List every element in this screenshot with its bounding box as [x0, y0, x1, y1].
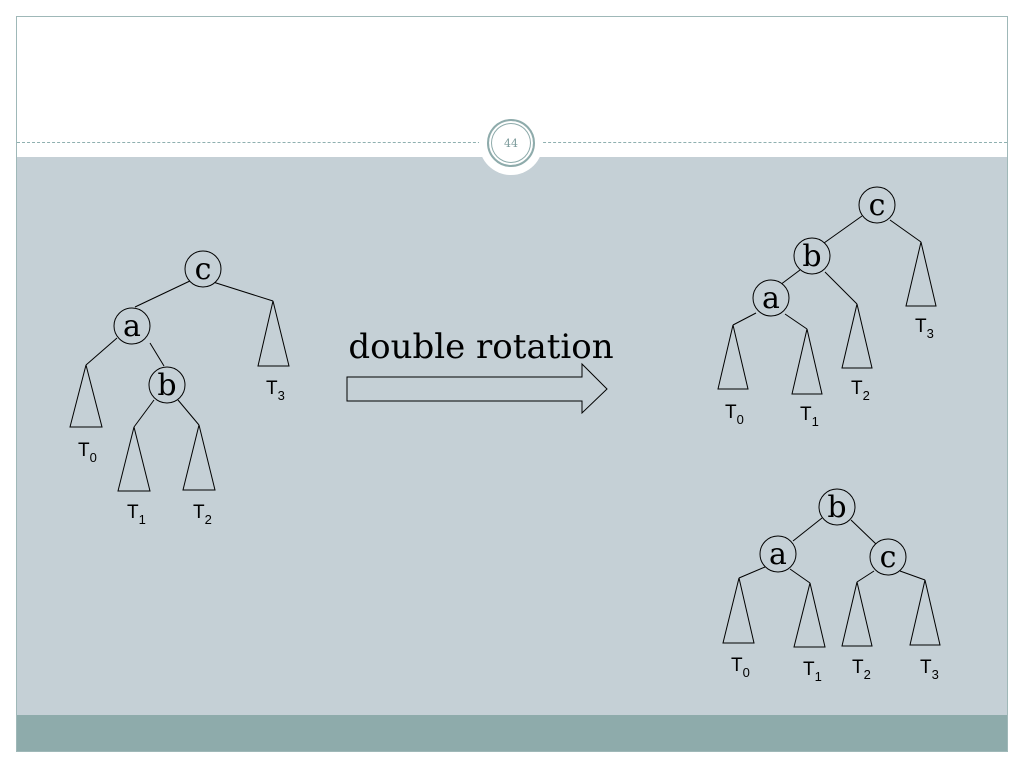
subtree-label-t3: T3: [915, 316, 934, 341]
node-label-b: b: [157, 368, 176, 403]
subtree-triangle-t3: [905, 241, 937, 307]
right-top-tree: [717, 186, 937, 395]
subtree-label-t0: T0: [78, 440, 97, 465]
subtree-triangle-t3: [257, 300, 290, 367]
subtree-triangle-t2: [841, 303, 873, 369]
edge-c-t2: [856, 570, 875, 583]
edge-c-a: [134, 279, 193, 308]
subtree-label-t1: T1: [800, 404, 819, 429]
page-number: 44: [487, 119, 535, 167]
subtree-label-t3: T3: [266, 378, 285, 403]
node-b: [818, 488, 856, 526]
edge-c-t3: [889, 219, 922, 243]
node-c: [184, 250, 222, 288]
edge-c-b: [823, 215, 863, 244]
subtree-label-t1: T1: [803, 659, 822, 684]
subtree-triangle-t0: [717, 324, 749, 390]
subtree-triangle-t0: [69, 364, 103, 428]
edge-a-t0: [85, 337, 118, 366]
edge-a-b: [149, 342, 165, 367]
subtree-triangle-t3: [909, 579, 941, 646]
slide-content-area: [17, 157, 1007, 715]
node-a: [752, 279, 790, 317]
edge-a-t1: [789, 568, 811, 584]
subtree-triangle-t1: [117, 426, 151, 492]
node-label-c: c: [880, 540, 897, 575]
right-top-tree-labels: c b a T0 T1 T2 T3: [725, 188, 934, 429]
subtree-label-t0: T0: [731, 655, 750, 680]
edge-a-t1: [784, 313, 808, 330]
node-label-c: c: [195, 252, 212, 287]
subtree-label-t3: T3: [920, 657, 939, 682]
arrow-caption: double rotation: [348, 327, 613, 367]
node-label-a: a: [769, 537, 787, 572]
edge-b-a: [792, 517, 823, 542]
edge-b-t2: [824, 271, 858, 305]
node-label-b: b: [802, 239, 821, 274]
node-a: [759, 535, 797, 573]
node-label-a: a: [762, 281, 780, 316]
subtree-triangle-t2: [182, 424, 216, 491]
node-label-b: b: [827, 490, 846, 525]
node-label-a: a: [123, 309, 141, 344]
left-tree: [69, 250, 290, 492]
right-arrow-icon: [346, 362, 608, 415]
right-bottom-tree: [722, 488, 941, 648]
left-tree-labels: c a b T0 T1 T2 T3: [78, 252, 285, 527]
subtree-triangle-t1: [791, 328, 823, 395]
slide-frame: 44: [16, 16, 1008, 752]
edge-b-t2: [177, 399, 200, 426]
subtree-label-t2: T2: [851, 378, 870, 403]
edge-b-a: [779, 269, 801, 286]
edge-a-t0: [732, 312, 757, 326]
node-c: [858, 186, 896, 224]
right-bottom-tree-labels: b a c T0 T1 T2 T3: [731, 490, 939, 684]
subtree-label-t2: T2: [193, 502, 212, 527]
subtree-label-t2: T2: [852, 657, 871, 682]
node-c: [869, 538, 907, 576]
subtree-triangle-t1: [793, 582, 826, 648]
node-b: [793, 237, 831, 275]
subtree-label-t1: T1: [127, 502, 146, 527]
subtree-triangle-t2: [841, 581, 873, 647]
node-a: [113, 307, 151, 345]
edge-c-t3: [212, 281, 274, 302]
node-label-c: c: [869, 188, 886, 223]
subtree-label-t0: T0: [725, 402, 744, 427]
page-number-badge: 44: [481, 113, 541, 173]
node-b: [148, 366, 186, 404]
footer-bar: [17, 715, 1007, 751]
edge-a-t0: [738, 566, 766, 579]
edge-b-t1: [133, 399, 155, 428]
edge-c-t3: [899, 570, 926, 581]
edge-b-c: [850, 519, 877, 545]
subtree-triangle-t0: [722, 577, 755, 644]
